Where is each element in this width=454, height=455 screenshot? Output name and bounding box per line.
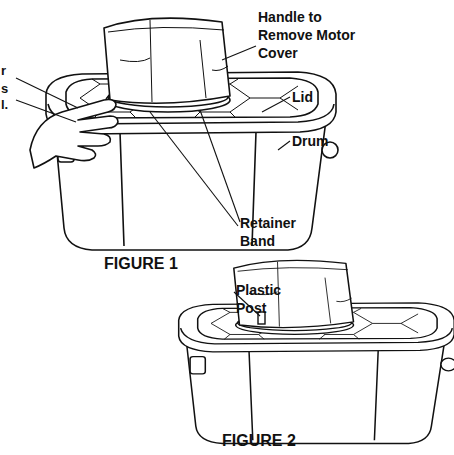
leader-line [222, 46, 256, 60]
part-label: s [1, 80, 21, 98]
leader-line [262, 97, 290, 112]
leader-line [150, 112, 238, 226]
figure-caption: FIGURE 2 [222, 432, 342, 450]
leader-line [16, 100, 76, 122]
leader-line [278, 141, 290, 150]
part-label: Lid [292, 88, 352, 106]
part-label: Retainer Band [240, 214, 304, 250]
leader-line [200, 110, 240, 222]
figure-2-vacuum [179, 260, 454, 443]
part-label: r [1, 62, 21, 80]
part-label: Plastic Post [236, 281, 292, 317]
part-label: l. [1, 96, 21, 114]
leader-lines [16, 46, 290, 316]
part-label: Handle to Remove Motor Cover [258, 8, 368, 62]
figure-caption: FIGURE 1 [104, 255, 224, 273]
part-label: Drum [292, 132, 352, 150]
